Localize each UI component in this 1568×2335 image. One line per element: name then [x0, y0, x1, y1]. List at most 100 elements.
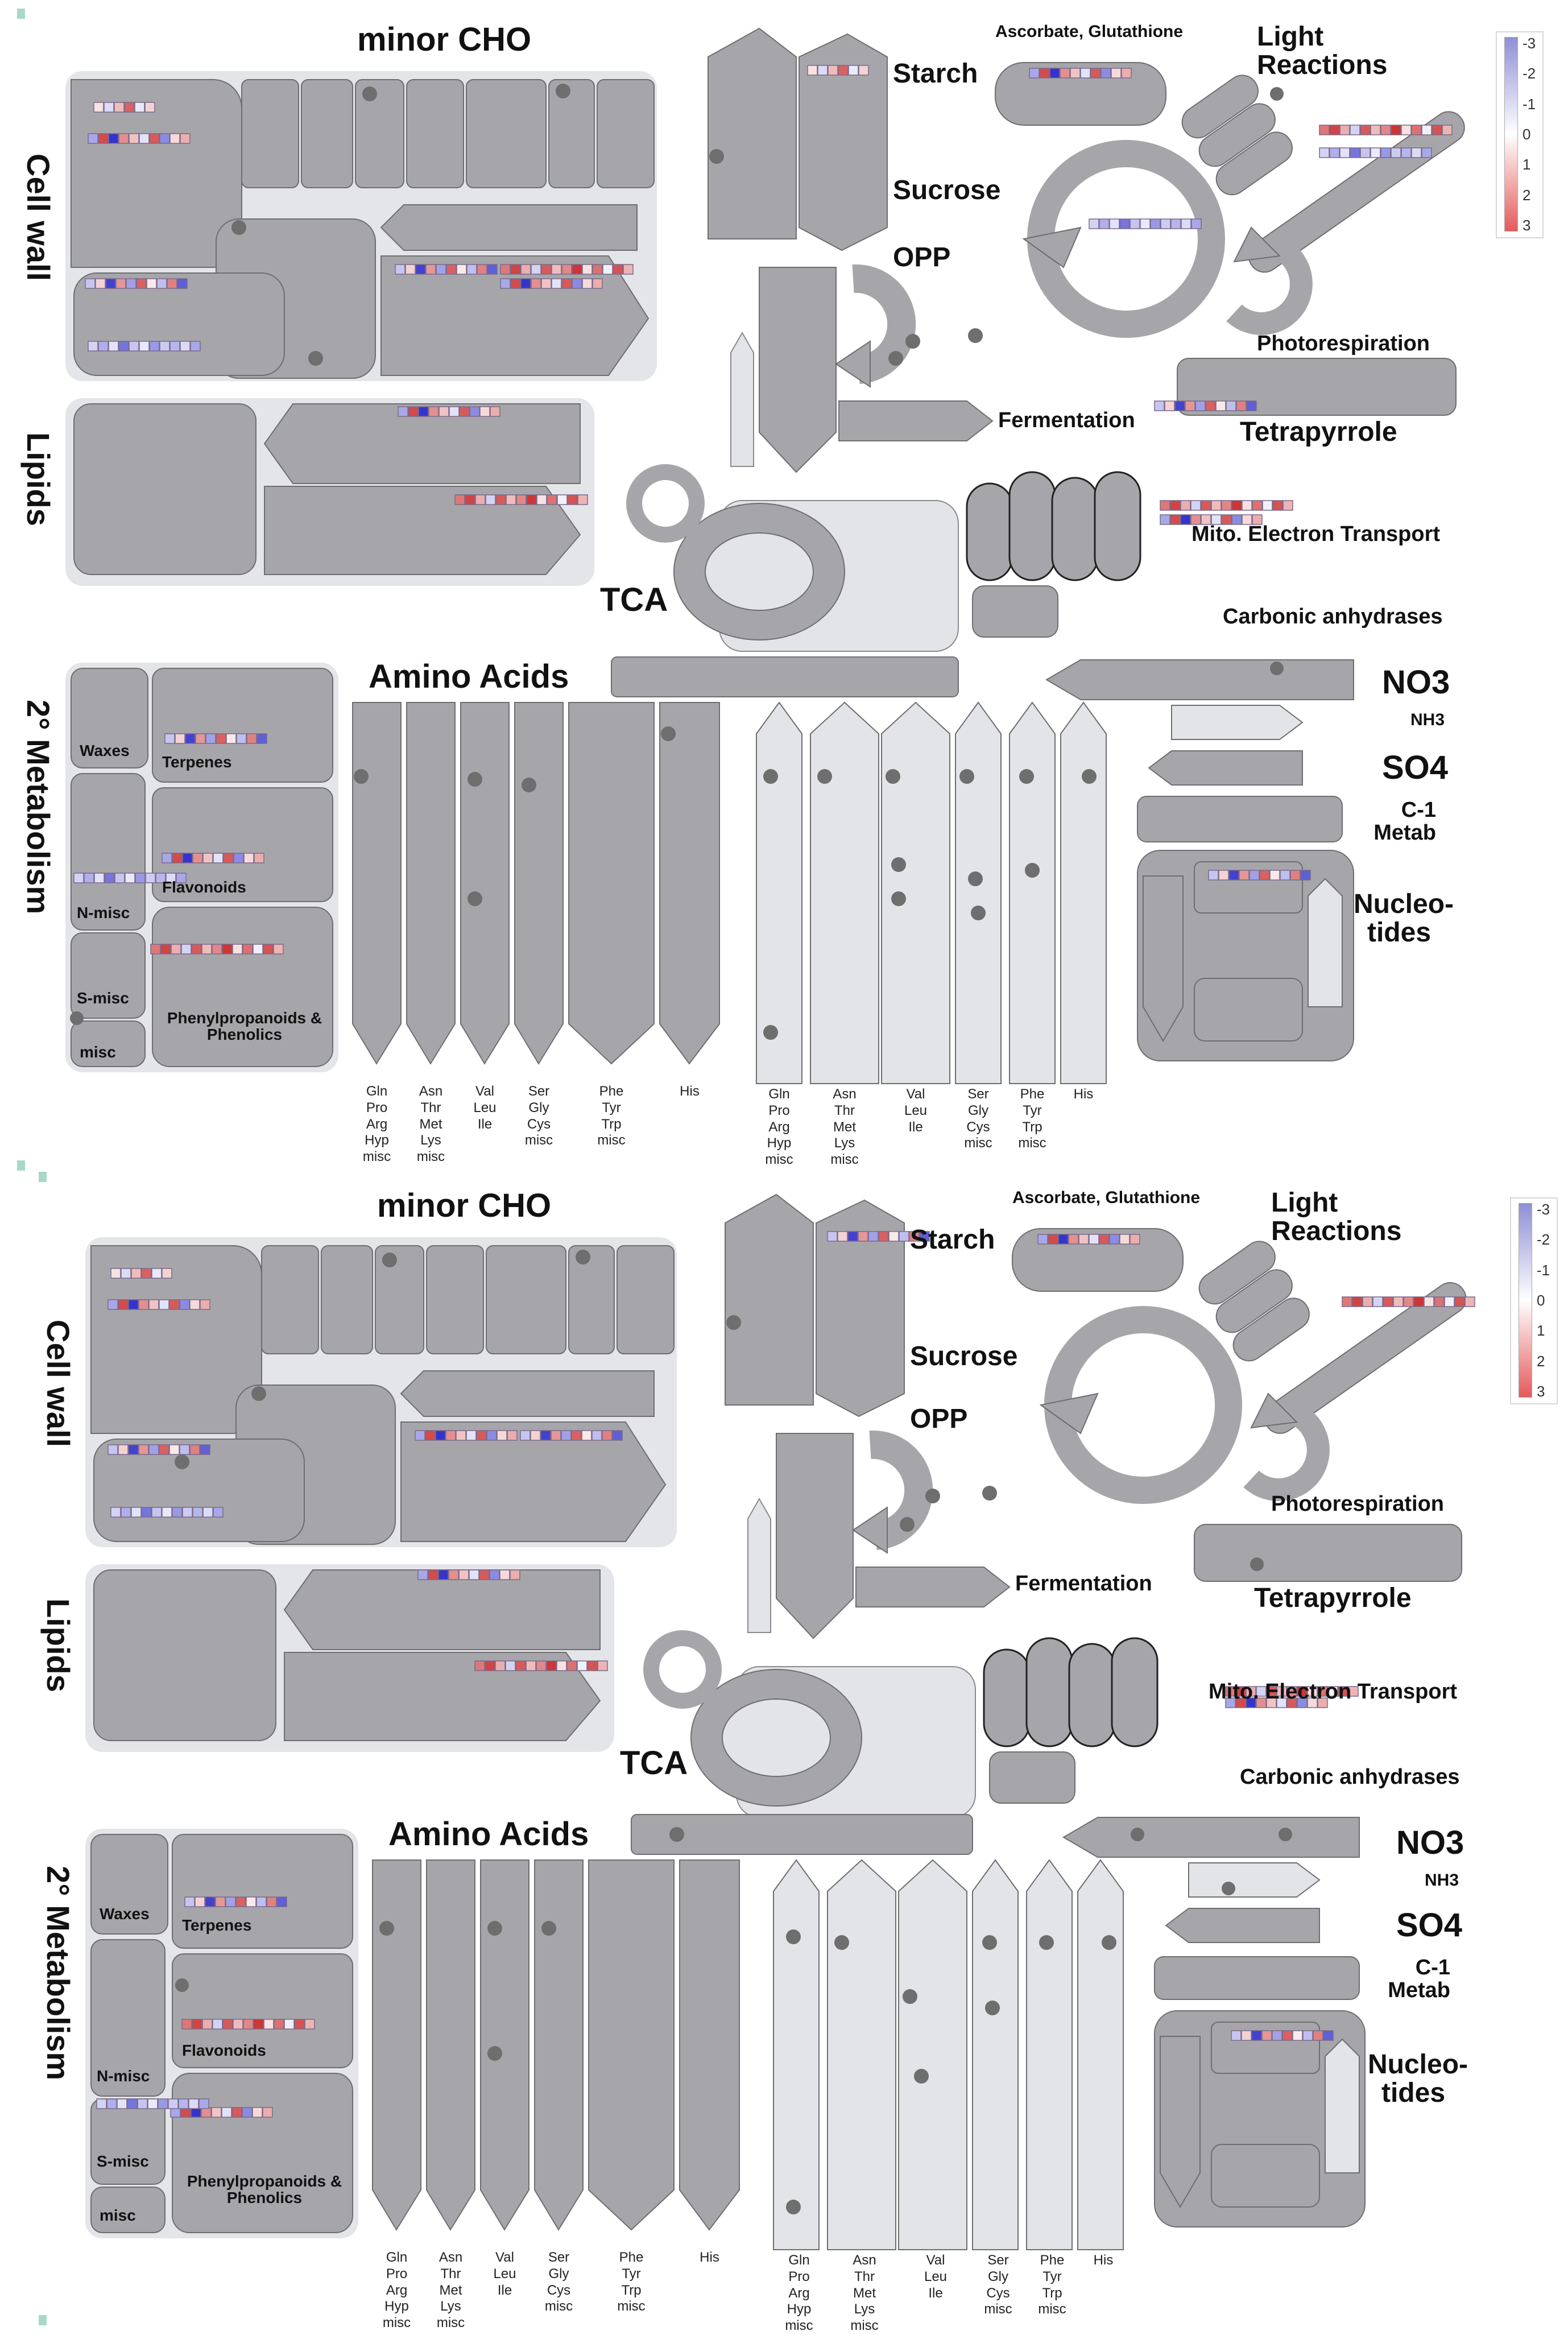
lipids-arrow-2 [264, 486, 581, 575]
terpenes-box [172, 1834, 353, 1949]
heat-cell [200, 1444, 210, 1455]
corner-mark [17, 9, 25, 19]
pathway-panel-1: minor CHO Cell wall Lipids 2° Metabolism… [0, 0, 1568, 1167]
heat-strips-panel-1 [73, 65, 1453, 954]
heat-cell [189, 1299, 200, 1310]
heat-cell [1099, 218, 1110, 229]
aa-label-line: Val [495, 2250, 514, 2265]
heat-cell [159, 341, 170, 352]
heat-cell [107, 1299, 118, 1310]
label-amino-acids: Amino Acids [369, 658, 569, 695]
amino-acid-bar [611, 656, 959, 697]
heat-cell [167, 278, 177, 289]
photorespiration-arc [1243, 1399, 1330, 1501]
label-sucrose: Sucrose [893, 175, 1001, 205]
heat-cell [108, 133, 119, 144]
label-nucleotides: Nucleo- tides [1354, 889, 1454, 948]
label-fermentation: Fermentation [998, 408, 1135, 432]
heat-cell [126, 278, 136, 289]
heat-cell [1442, 125, 1453, 135]
heat-cell [1218, 870, 1229, 881]
heat-cell [151, 1268, 162, 1279]
aa-label-line: Ser [967, 1086, 989, 1102]
cho-box-3 [375, 1245, 424, 1354]
photorespiration-arrowhead [1250, 1392, 1298, 1429]
heat-cell [1130, 218, 1140, 229]
heat-cell [510, 264, 521, 275]
heat-cell [125, 873, 135, 883]
nucleotides-inner-1 [1194, 861, 1303, 914]
heat-cell [485, 1660, 495, 1671]
heat-cell [487, 264, 498, 275]
label-ascorbate: Ascorbate, Glutathione [995, 22, 1184, 41]
phenylpropanoids-box [172, 2073, 353, 2233]
aa-label-line: Ile [928, 2285, 943, 2301]
aa-label-line: Trp [621, 2282, 642, 2298]
label-flavonoids: Flavonoids [162, 878, 246, 896]
aa-label-line: Lys [834, 1135, 855, 1151]
heat-cell [1252, 514, 1263, 525]
heat-cell [233, 853, 244, 863]
heat-cell [418, 406, 429, 417]
legend-frame-1 [1496, 31, 1544, 238]
heat-cell [121, 1507, 131, 1518]
heat-cell [1319, 147, 1330, 158]
heat-cell [105, 278, 116, 289]
heat-cell [263, 944, 274, 954]
photorespiration-arrowhead [1233, 226, 1281, 263]
heat-cell [1170, 218, 1181, 229]
heat-cell [180, 341, 191, 352]
heat-cell [848, 65, 859, 76]
heat-cell [1226, 400, 1236, 411]
heat-cell [98, 341, 109, 352]
no3-arrow [1045, 659, 1354, 700]
heat-cell [192, 853, 203, 863]
cho-box-5 [466, 79, 547, 188]
heat-cell [169, 1444, 180, 1455]
heat-cell [243, 853, 254, 863]
aa-label-line: Phe [1040, 2253, 1065, 2268]
heat-cell [571, 1430, 582, 1441]
heat-cell [1089, 218, 1099, 229]
heat-cell [405, 264, 416, 275]
heat-cell [159, 133, 170, 144]
label-nh3: NH3 [1410, 710, 1445, 729]
heat-cell [226, 733, 237, 744]
heat-cell [96, 2098, 107, 2109]
label-carbonic: Carbonic anhydrases [1240, 1765, 1460, 1789]
heat-cell [572, 278, 582, 289]
heat-cell [127, 2098, 138, 2109]
heat-cell [134, 102, 145, 113]
label-misc: misc [80, 1043, 116, 1061]
legend-tick: -3 [1523, 35, 1536, 52]
nucleotides-side-arrow [1325, 2038, 1360, 2173]
aa-label-line: Arg [788, 2285, 810, 2301]
heat-cell [1380, 147, 1391, 158]
heat-cell [73, 873, 84, 883]
heat-cell [1058, 1234, 1069, 1245]
corner-mark [17, 1160, 25, 1171]
heat-cell [1101, 68, 1111, 78]
heat-cell [1109, 1234, 1120, 1245]
label-flavonoids: Flavonoids [182, 2041, 266, 2059]
aa-label-line: misc [544, 2299, 573, 2315]
heat-cell [1317, 1697, 1328, 1708]
cell-wall-arrow-1 [400, 1370, 655, 1417]
aa-label-line: Pro [366, 1100, 388, 1115]
heat-cell [597, 1660, 608, 1671]
tetrapyrrole-box [1194, 1524, 1462, 1582]
heat-cell [417, 1569, 428, 1580]
heat-cell [179, 1444, 190, 1455]
heat-cell [540, 1430, 551, 1441]
aa-label-line: Thr [854, 2268, 875, 2284]
legend-frame-2 [1510, 1197, 1558, 1404]
aa-label-line: Trp [1022, 1119, 1042, 1135]
heat-cell [1290, 870, 1301, 881]
aa-label-line: Arg [768, 1119, 790, 1135]
heat-cell [1370, 147, 1381, 158]
heat-cell [149, 341, 160, 352]
nucleotides-inner-2 [1194, 978, 1303, 1042]
aa-pentagons-dark [372, 1859, 740, 2231]
mito-electron-shape [983, 1637, 1159, 1747]
fermentation-arrow [838, 400, 994, 441]
